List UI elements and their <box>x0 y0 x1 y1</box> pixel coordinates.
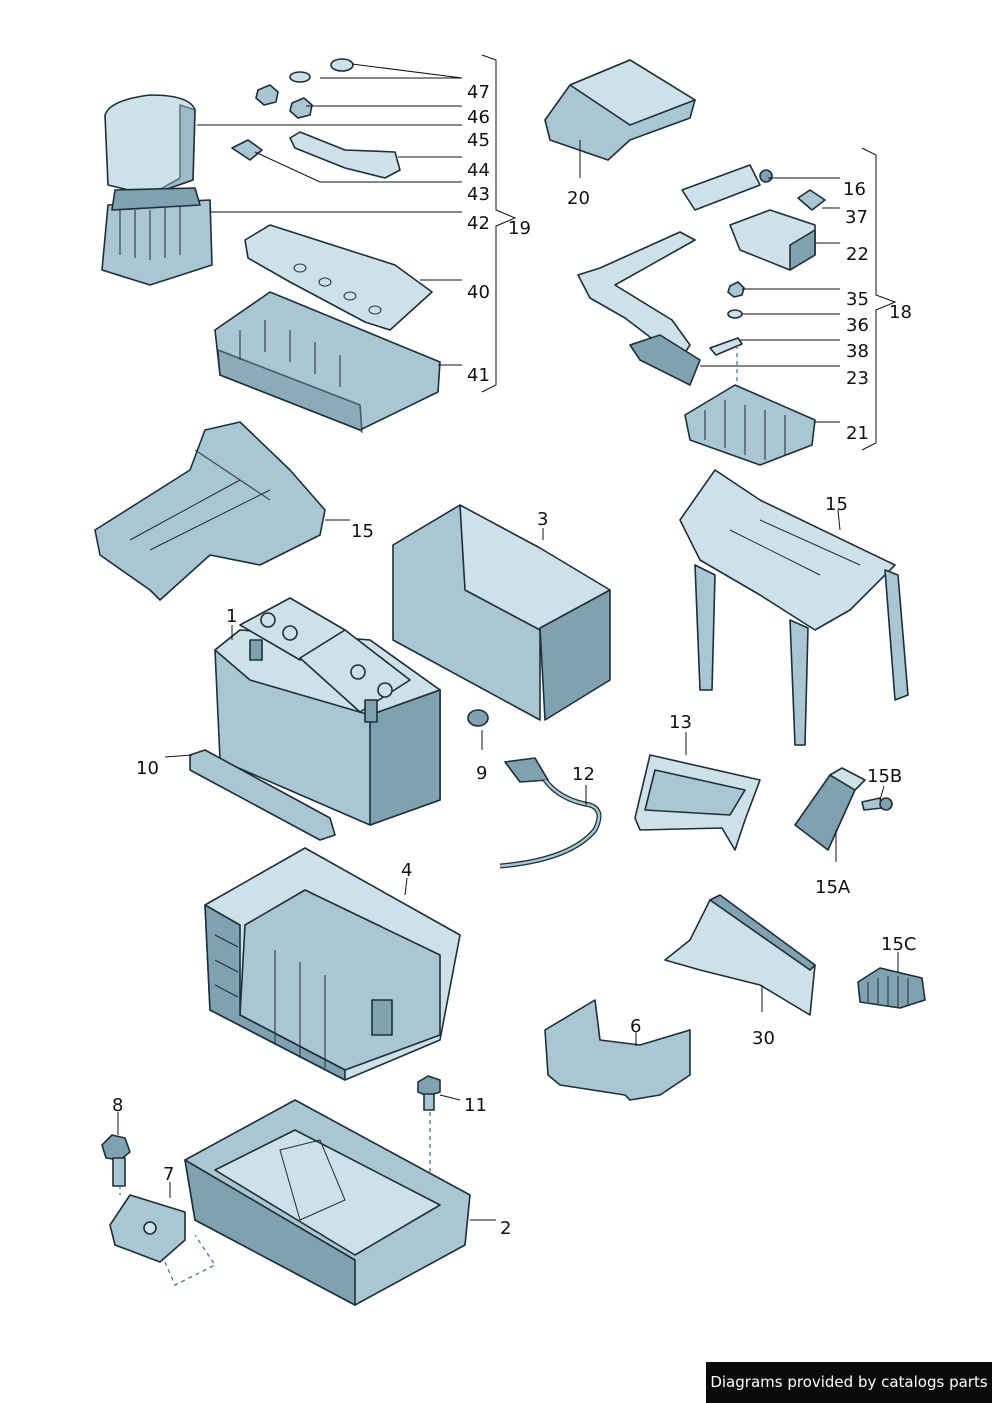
callout-4: 4 <box>401 860 412 881</box>
fuse-15C <box>857 967 926 1009</box>
screw-15B <box>861 797 893 811</box>
bracket-15-left <box>94 421 326 601</box>
callout-47: 47 <box>467 82 490 103</box>
callout-36: 36 <box>846 315 869 336</box>
fuse-box-22 <box>729 209 816 271</box>
fuse-holder-21 <box>684 384 816 466</box>
holder-41 <box>214 291 441 433</box>
nut-35 <box>727 281 745 298</box>
callout-15-right: 15 <box>825 494 848 515</box>
battery-1 <box>214 597 441 826</box>
fuse-43 <box>231 139 263 161</box>
callout-16: 16 <box>843 179 866 200</box>
callout-43: 43 <box>467 184 490 205</box>
callout-18: 18 <box>889 302 912 323</box>
battery-tray-4 <box>204 847 461 1081</box>
cover-6 <box>544 999 691 1101</box>
footer-banner: Diagrams provided by catalogs parts <box>706 1362 992 1403</box>
control-unit-15A <box>794 767 866 851</box>
nut-46 <box>255 84 313 119</box>
callout-38: 38 <box>846 341 869 362</box>
callout-21: 21 <box>846 423 869 444</box>
bus-bar-44 <box>289 131 401 179</box>
battery-base-2 <box>184 1099 471 1306</box>
callout-9: 9 <box>476 763 487 784</box>
callout-42: 42 <box>467 213 490 234</box>
callout-15C: 15C <box>881 934 916 955</box>
callout-13: 13 <box>669 712 692 733</box>
callout-45: 45 <box>467 130 490 151</box>
callout-20: 20 <box>567 188 590 209</box>
callout-44: 44 <box>467 160 490 181</box>
heat-insulation-3 <box>392 504 611 721</box>
connector-strip-40 <box>244 224 433 331</box>
washer-47 <box>289 58 354 83</box>
fuse-37 <box>797 189 826 211</box>
callout-22: 22 <box>846 244 869 265</box>
cover-30 <box>664 894 816 1016</box>
callout-10: 10 <box>136 758 159 779</box>
callout-40: 40 <box>467 282 490 303</box>
fuse-box-cover-45 <box>104 94 196 196</box>
callout-7: 7 <box>163 1164 174 1185</box>
cover-20 <box>544 59 696 161</box>
callout-3: 3 <box>537 509 548 530</box>
washer-36 <box>727 309 743 319</box>
callout-15-left: 15 <box>351 521 374 542</box>
ground-cable-12 <box>499 757 602 869</box>
cable-bar-23 <box>577 231 701 386</box>
callout-8: 8 <box>112 1095 123 1116</box>
callout-2: 2 <box>500 1218 511 1239</box>
callout-1: 1 <box>226 606 237 627</box>
callout-30: 30 <box>752 1028 775 1049</box>
holding-strip-10 <box>189 749 336 841</box>
callout-46: 46 <box>467 107 490 128</box>
callout-labels: 47 46 45 44 43 42 19 40 41 20 16 37 22 3… <box>112 82 916 1239</box>
cover-13 <box>634 754 761 851</box>
callout-6: 6 <box>630 1016 641 1037</box>
fuse-holder-42 <box>101 187 213 286</box>
callout-35: 35 <box>846 289 869 310</box>
callout-37: 37 <box>845 207 868 228</box>
callout-15A: 15A <box>815 877 851 898</box>
fuse-16 <box>681 164 773 211</box>
screw-9 <box>467 709 489 727</box>
battery-carrier-15-right <box>679 469 909 746</box>
callout-23: 23 <box>846 368 869 389</box>
callout-11: 11 <box>464 1095 487 1116</box>
callout-41: 41 <box>467 365 490 386</box>
callout-12: 12 <box>572 764 595 785</box>
leader-lines <box>117 54 899 1221</box>
callout-15B: 15B <box>867 766 902 787</box>
bolt-8 <box>101 1134 131 1187</box>
clamp-7 <box>109 1185 216 1286</box>
callout-19: 19 <box>508 218 531 239</box>
